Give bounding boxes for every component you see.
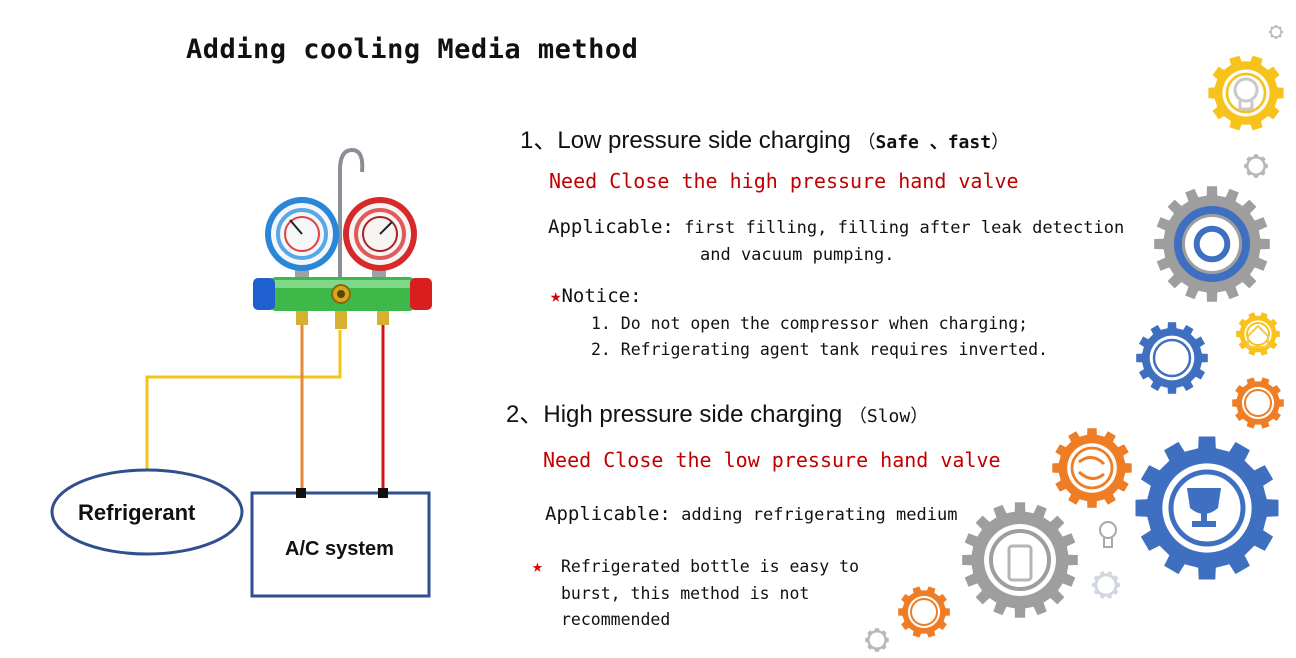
caution-line-3: recommended: [561, 610, 671, 629]
gear-small-gray-1: [1244, 154, 1268, 178]
section1-applicable-line2: and vacuum pumping.: [700, 245, 895, 265]
hanger-hook: [338, 147, 365, 285]
section1-applicable-line1: first filling, filling after leak detect…: [684, 218, 1125, 238]
gear-blue-mid: [1136, 322, 1208, 394]
caution-line-1: Refrigerated bottle is easy to: [561, 557, 860, 576]
high-valve-knob: [410, 278, 432, 310]
section2-heading: 2、High pressure side charging （Slow）: [506, 394, 928, 429]
manifold-body: [253, 277, 432, 329]
ac-system-label: A/C system: [285, 538, 394, 560]
high-pressure-gauge: [343, 197, 417, 285]
refrigerant-label: Refrigerant: [78, 500, 196, 525]
section1-applicable-label: Applicable:: [548, 216, 674, 238]
section2-warning: Need Close the low pressure hand valve: [543, 448, 1001, 472]
notice-label: Notice:: [561, 285, 642, 307]
gear-blue-inner: [1174, 206, 1250, 282]
gear-blue-large: [1135, 436, 1279, 580]
section1-applicable: Applicable: first filling, filling after…: [548, 216, 1124, 238]
section2-applicable-text: adding refrigerating medium: [681, 505, 958, 525]
section2-applicable: Applicable: adding refrigerating medium: [545, 503, 957, 525]
gear-small-gray-4: [1092, 571, 1120, 599]
section2-paren-close: ）: [910, 406, 929, 427]
notice-item-2: 2. Refrigerating agent tank requires inv…: [591, 340, 1048, 359]
gear-gray-large: [1154, 186, 1270, 302]
caution-star-icon: ★: [532, 556, 543, 577]
gear-orange-small: [898, 586, 950, 638]
gear-small-gray-3: [865, 628, 889, 652]
low-valve-knob: [253, 278, 275, 310]
refrigerant-tank-shape: [50, 468, 244, 556]
notice-heading: ★Notice:: [550, 285, 642, 307]
caution-line-2: burst, this method is not: [561, 584, 810, 603]
section1-warning: Need Close the high pressure hand valve: [549, 169, 1019, 193]
yellow-hose: [145, 330, 342, 470]
gear-orange-right: [1232, 377, 1284, 429]
gear-small-gray-2: [1269, 25, 1283, 39]
section1-title: Low pressure side charging: [557, 127, 851, 154]
section2-title: High pressure side charging: [543, 401, 843, 428]
gear-small-outline-house: [1236, 312, 1280, 356]
ac-system-box: [250, 491, 431, 598]
section1-heading: 1、Low pressure side charging （Safe 、fast…: [520, 120, 1009, 155]
section1-mode: Safe 、fast: [875, 132, 992, 153]
page-title: Adding cooling Media method: [186, 34, 639, 65]
section2-number: 2、: [506, 401, 544, 428]
star-icon: ★: [550, 285, 562, 307]
gear-orange-mid: [1052, 428, 1132, 508]
gear-gray-phone: [962, 502, 1078, 618]
section1-paren-close: ）: [991, 132, 1010, 153]
section2-paren-open: （: [848, 406, 867, 427]
section2-mode: Slow: [866, 406, 911, 427]
section1-number: 1、: [520, 127, 558, 154]
notice-item-1: 1. Do not open the compressor when charg…: [591, 314, 1029, 333]
low-pressure-gauge: [265, 197, 339, 285]
gear-yellow-top: [1208, 55, 1284, 131]
section2-applicable-label: Applicable:: [545, 503, 671, 525]
section1-paren-open: （: [857, 132, 876, 153]
